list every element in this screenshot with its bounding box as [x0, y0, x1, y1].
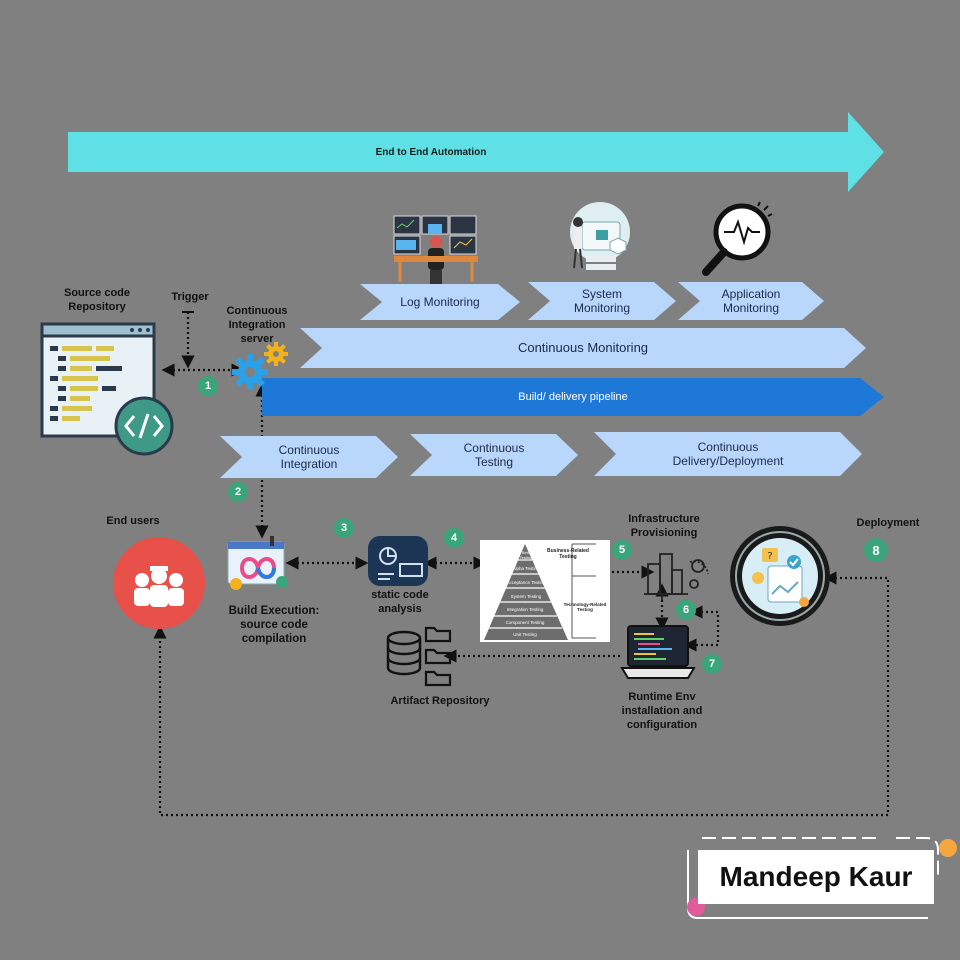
label-line: analysis [378, 603, 422, 615]
chevron-label: Continuous Monitoring [517, 340, 649, 355]
label-line: static code [371, 589, 429, 601]
banner-label: End to End Automation [375, 146, 487, 158]
database-icon [386, 630, 422, 676]
deployment-icon: ? [730, 526, 830, 626]
chevron-label-line: Delivery/Deployment [672, 454, 784, 468]
label-line: Infrastructure [628, 513, 700, 525]
step-4-badge: 4 [444, 528, 464, 548]
pyramid-shape [484, 543, 596, 640]
step-3-badge: 3 [334, 518, 354, 538]
build-delivery-pipeline: Build/ delivery pipeline [262, 378, 884, 416]
deployment-label: Deployment [856, 517, 920, 529]
chevron-label-line: Monitoring [573, 301, 631, 315]
step-2-badge: 2 [228, 482, 248, 502]
step-7-badge: 7 [702, 654, 722, 674]
signature-card: Mandeep Kaur [698, 850, 934, 904]
chevron-label-line: Monitoring [722, 301, 780, 315]
chevron-label-line: Testing [474, 455, 514, 469]
label-line: server [240, 333, 274, 345]
chevron-label-line: Continuous [278, 443, 340, 457]
code-window-icon [40, 322, 174, 456]
chevron-label-line: Application [721, 287, 781, 301]
label-line: installation and [621, 705, 703, 717]
step-1-badge: 1 [198, 376, 218, 396]
build-execution-label: Build Execution: source code compilation [226, 604, 322, 646]
end-users-label: End users [106, 515, 160, 527]
pyramid-level: Beta Testing [519, 550, 533, 560]
label-line: Repository [68, 301, 126, 313]
pyramid-level: Integration Testing [506, 607, 544, 612]
pipeline-label: Build/ delivery pipeline [518, 391, 628, 403]
chevron-log-monitoring: Log Monitoring [360, 284, 520, 320]
chevron-label-line: System [581, 287, 622, 301]
folder-icon [424, 626, 452, 687]
chevron-continuous-monitoring: Continuous Monitoring [300, 328, 866, 368]
label-line: compilation [241, 633, 307, 645]
label-line: source code [240, 619, 308, 631]
pyramid-level: Acceptance Testing [506, 580, 546, 585]
chevron-label: Log Monitoring [400, 295, 480, 309]
label-line: configuration [626, 719, 698, 731]
laptop-icon [620, 625, 696, 679]
label-line: Continuous [226, 305, 288, 317]
pyramid-side-line: Testing [559, 554, 577, 560]
svg-text:?: ? [767, 551, 772, 562]
pyramid-side-line: Business-Related [547, 548, 589, 554]
chevron-label-line: Continuous [463, 441, 525, 455]
gear-icon [232, 342, 288, 390]
label-line: Build Execution: [228, 605, 320, 617]
step-6-badge: 6 [676, 600, 696, 620]
step-5-badge: 5 [612, 540, 632, 560]
trigger-label: Trigger [171, 291, 209, 303]
pyramid-side-line: Technology-Related [563, 602, 607, 607]
monitor-wall-icon [393, 215, 478, 284]
users-icon [113, 537, 205, 629]
label-line: Integration [228, 319, 286, 331]
label-line: Source code [63, 287, 131, 299]
system-monitor-icon [570, 202, 630, 270]
testing-pyramid: Beta Testing Alpha Testing Acceptance Te… [480, 540, 610, 642]
artifact-repo-label: Artifact Repository [390, 695, 490, 707]
pyramid-level: System Testing [510, 594, 542, 599]
static-analysis-label: static code analysis [360, 588, 440, 616]
magnifier-icon [702, 201, 773, 276]
infra-icon [644, 553, 709, 600]
pyramid-level: Component Testing [505, 620, 545, 625]
runtime-env-label: Runtime Env installation and configuration [612, 690, 712, 732]
label-line: Provisioning [630, 527, 698, 539]
label-line: Runtime Env [628, 691, 696, 703]
analysis-icon [368, 536, 428, 586]
pyramid-level: Unit Testing [513, 632, 537, 637]
chevron-label-line: Continuous [697, 440, 759, 454]
chevron-label-line: Integration [280, 457, 338, 471]
step-8-badge: 8 [864, 538, 888, 562]
signature-name: Mandeep Kaur [719, 861, 913, 892]
pyramid-side-line: Testing [577, 607, 593, 612]
devops-build-icon [227, 536, 288, 590]
pyramid-level: Alpha Testing [512, 566, 540, 571]
